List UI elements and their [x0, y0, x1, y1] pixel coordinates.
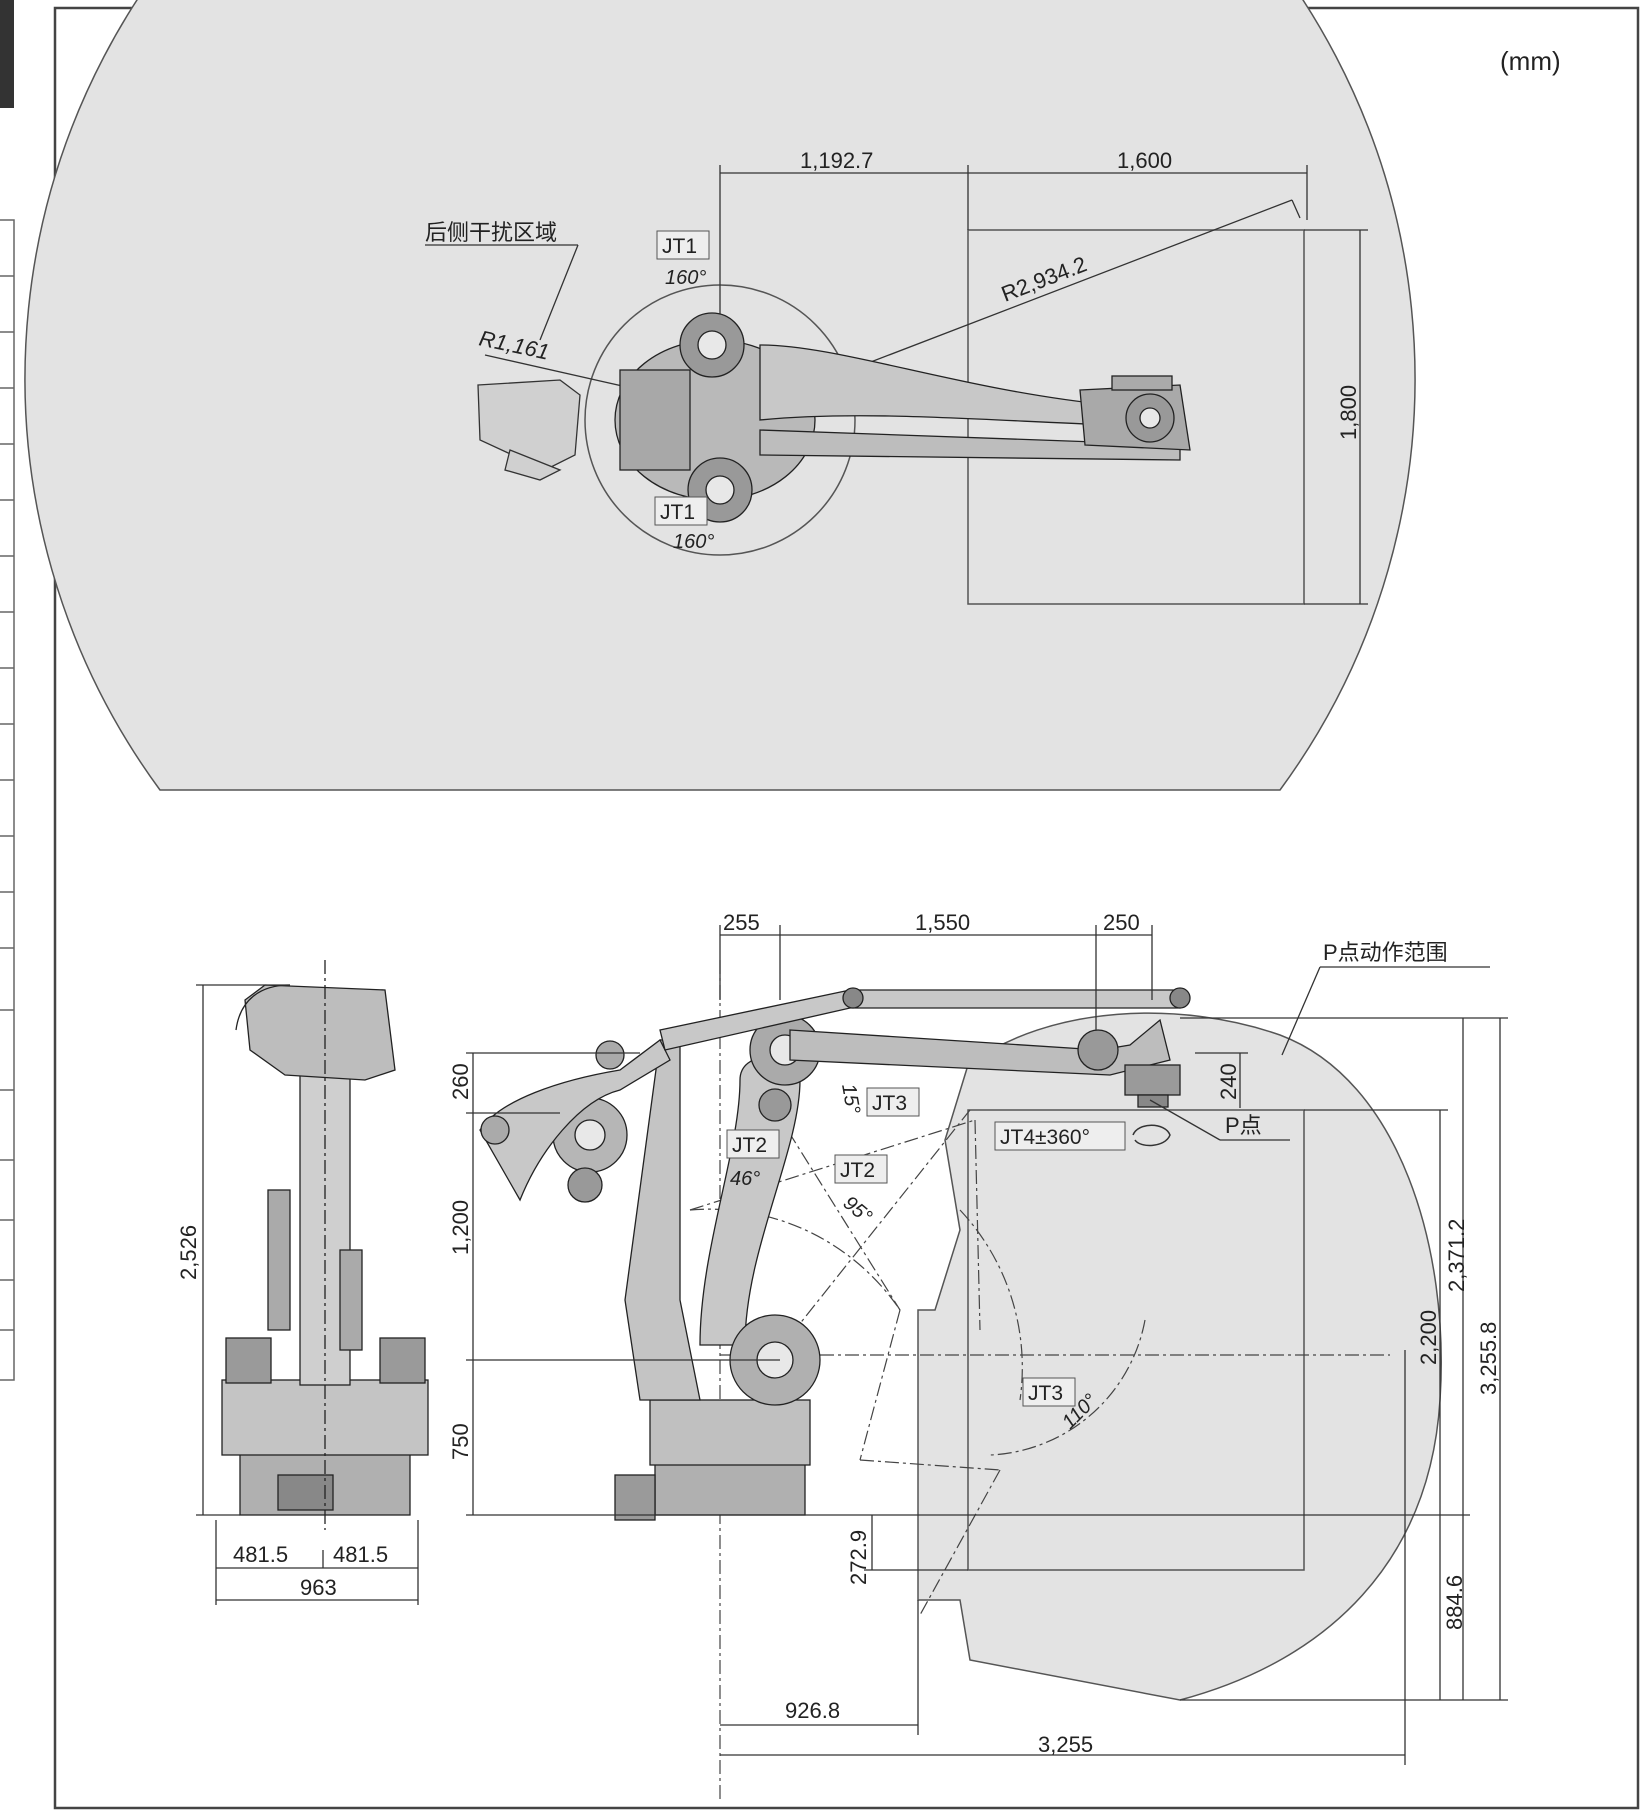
dim-240: 240: [1216, 1063, 1241, 1100]
rear-zone-label: 后侧干扰区域: [425, 220, 557, 245]
jt3-label-b: JT3: [1028, 1382, 1063, 1405]
dim-1800: 1,800: [1336, 385, 1361, 440]
jt2-angle-46: 46°: [730, 1168, 760, 1190]
dim-1200: 1,200: [448, 1200, 473, 1255]
dim-2371-2: 2,371.2: [1444, 1219, 1469, 1292]
dim-481-5-left: 481.5: [233, 1542, 288, 1567]
dim-1600: 1,600: [1117, 148, 1172, 173]
jt2-box-a: [726, 1129, 780, 1159]
dim-260: 260: [448, 1063, 473, 1100]
top-view: 1,192.7 1,600 1,800 R2,934.2 R1,161 后侧干扰…: [24, 0, 1416, 791]
dim-250: 250: [1103, 910, 1140, 935]
dim-3255-8: 3,255.8: [1476, 1322, 1501, 1395]
dim-2526: 2,526: [176, 1225, 201, 1280]
adjacent-table-edge: [0, 219, 15, 1381]
jt4-box: [994, 1121, 1126, 1151]
side-view: 255 1,550 250 260 1,200 750 240 2,371.2 …: [448, 910, 1508, 1800]
jt1-angle-bottom: 160°: [673, 531, 714, 553]
dim-884-6: 884.6: [1442, 1575, 1467, 1630]
p-range-label: P点动作范围: [1323, 940, 1448, 965]
dim-926-8: 926.8: [785, 1698, 840, 1723]
dim-750: 750: [448, 1423, 473, 1460]
jt3-box-b: [1022, 1377, 1076, 1407]
dim-3255: 3,255: [1038, 1732, 1093, 1757]
side-view-reach-zone: [917, 1012, 1442, 1701]
jt2-label-b: JT2: [840, 1159, 875, 1182]
robot-top-view: [614, 312, 1191, 523]
dim-1192-7: 1,192.7: [800, 148, 873, 173]
jt1-label-top: JT1: [662, 235, 697, 258]
jt1-label-bottom: JT1: [660, 501, 695, 524]
dim-963: 963: [300, 1575, 337, 1600]
jt1-angle-top: 160°: [665, 267, 706, 289]
p-point-label: P点: [1225, 1113, 1262, 1138]
side-view-work-square: [967, 1109, 1305, 1571]
rear-interference-zone: [477, 379, 581, 481]
dim-2200: 2,200: [1416, 1310, 1441, 1365]
dim-272-9: 272.9: [846, 1530, 871, 1585]
jt2-box-b: [834, 1154, 888, 1184]
jt3-box-a: [866, 1087, 920, 1117]
front-view: 2,526 481.5 481.5 963: [176, 960, 429, 1605]
jt2-label-a: JT2: [732, 1134, 767, 1157]
jt3-angle-15: 15°: [837, 1082, 864, 1116]
jt1-box-top: [656, 230, 710, 260]
jt1-box-bottom: [654, 496, 708, 526]
dim-481-5-right: 481.5: [333, 1542, 388, 1567]
jt4-rotation-arrow-icon: [1132, 1124, 1171, 1147]
jt4-label: JT4±360°: [1000, 1126, 1090, 1149]
dim-1550: 1,550: [915, 910, 970, 935]
dim-255: 255: [723, 910, 760, 935]
unit-label: (mm): [1500, 46, 1561, 76]
side-tab-marker: [0, 0, 14, 108]
robot-side-view: [479, 987, 1191, 1521]
jt3-label-a: JT3: [872, 1092, 907, 1115]
jt2-angle-95: 95°: [839, 1192, 876, 1228]
